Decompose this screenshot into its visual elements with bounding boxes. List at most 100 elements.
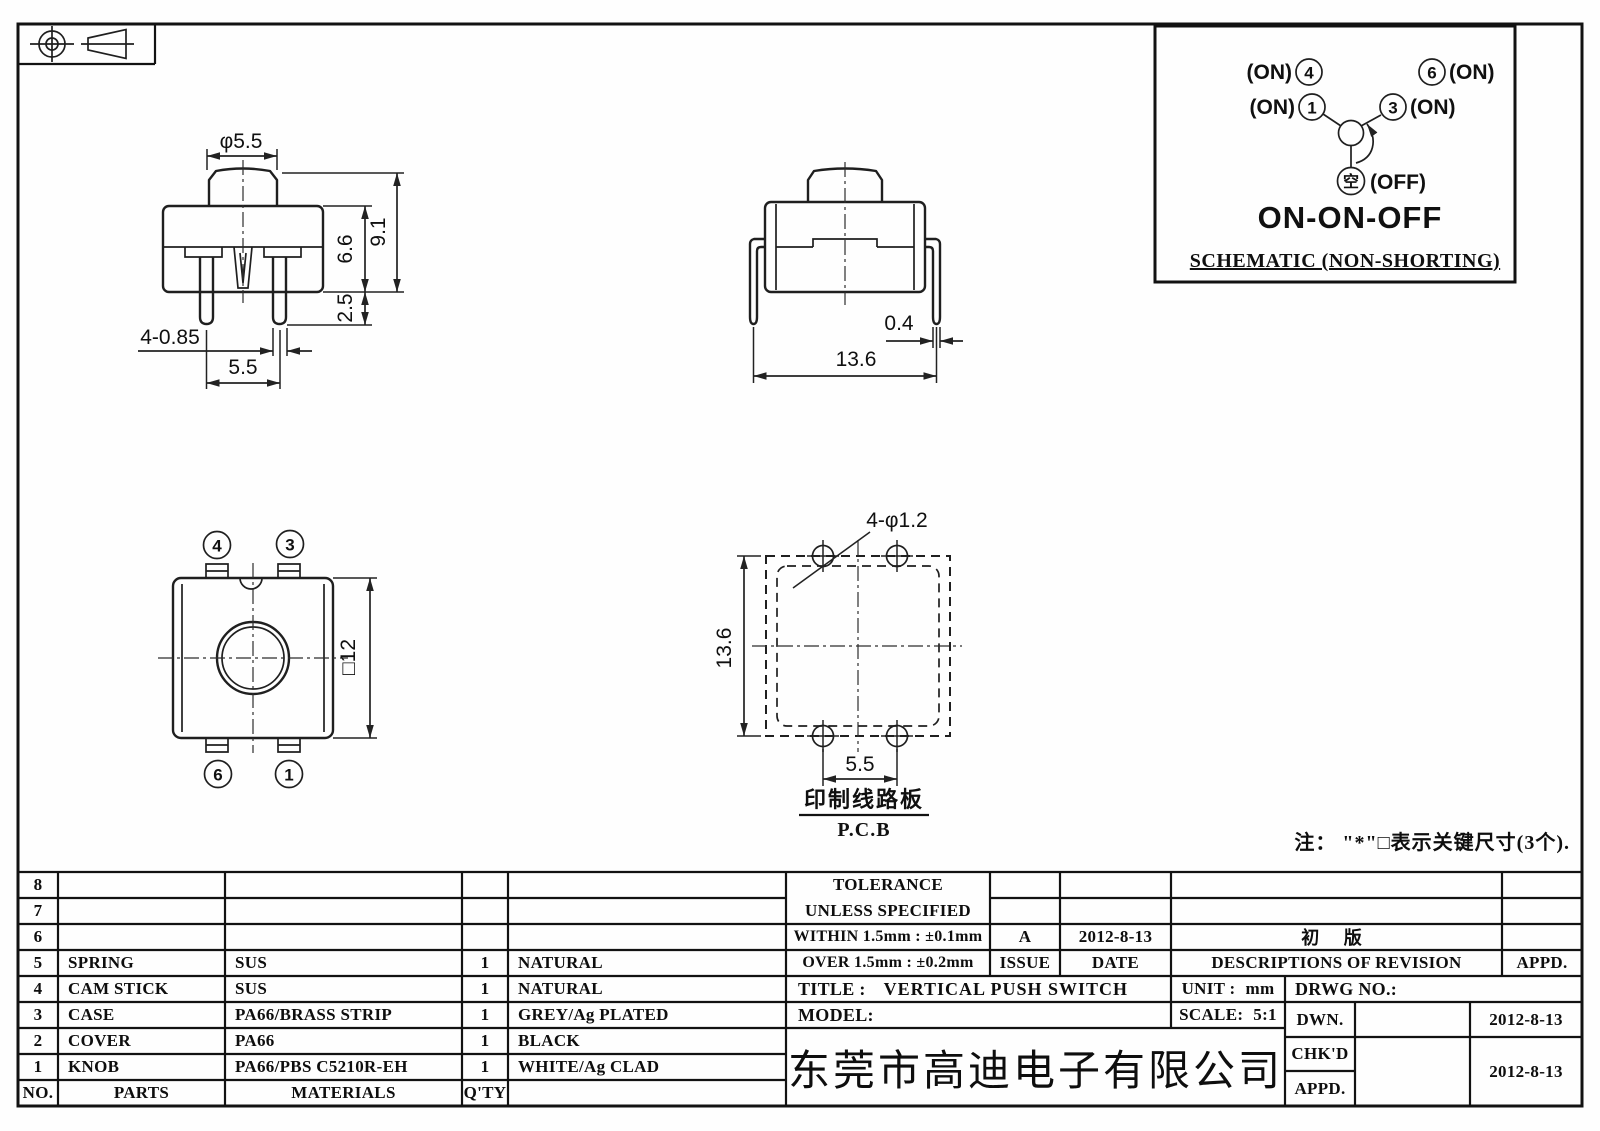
parts-row-finish: WHITE/Ag CLAD — [518, 1057, 660, 1076]
terminal-4-label: 4 — [212, 537, 222, 556]
tolerance-within: WITHIN 1.5mm : ±0.1mm — [793, 928, 983, 945]
scale-cell: SCALE: 5:1 — [1171, 1002, 1285, 1028]
title-value: VERTICAL PUSH SWITCH — [883, 978, 1129, 999]
chkd-label: CHK'D — [1291, 1044, 1349, 1063]
dim-hole-spec: 4-φ1.2 — [866, 509, 927, 532]
company-name: 东莞市高迪电子有限公司 — [787, 1046, 1283, 1094]
terminal-6-label: 6 — [213, 766, 222, 785]
drwg-no-label: DRWG NO.: — [1295, 978, 1398, 999]
revision-issue-value: A — [1018, 927, 1032, 946]
state-on-4: (ON) — [1247, 61, 1293, 84]
dim-pin-spec: 4-0.85 — [140, 326, 200, 349]
parts-row-no: 3 — [33, 1005, 43, 1024]
title-row: TITLE : VERTICAL PUSH SWITCH — [786, 976, 1171, 1002]
parts-header-no: NO. — [22, 1083, 54, 1102]
parts-row-material: PA66/PBS C5210R-EH — [235, 1057, 408, 1076]
parts-header-parts: PARTS — [113, 1083, 170, 1102]
parts-row-material: SUS — [235, 979, 268, 998]
revision-appd-header: APPD. — [1516, 953, 1568, 972]
unit-cell: UNIT : mm — [1171, 976, 1285, 1002]
parts-row-material: SUS — [235, 953, 268, 972]
parts-row-part: CASE — [68, 1005, 115, 1024]
parts-row-material: PA66/BRASS STRIP — [235, 1005, 393, 1024]
dim-pin-length: 2.5 — [334, 293, 357, 322]
pcb-label: P.C.B — [837, 819, 890, 841]
scale-value: 5:1 — [1253, 1005, 1277, 1024]
unit-label: UNIT : — [1181, 979, 1236, 998]
parts-row-part: KNOB — [68, 1057, 120, 1076]
parts-row-qty: 1 — [480, 1057, 490, 1076]
state-off: (OFF) — [1370, 171, 1426, 194]
side-view: 0.4 13.6 — [748, 162, 963, 383]
table-grid — [18, 870, 1582, 1106]
parts-row-no: 1 — [33, 1057, 43, 1076]
state-on-1: (ON) — [1250, 96, 1296, 119]
parts-row-finish: BLACK — [518, 1031, 580, 1050]
parts-row-part: CAM STICK — [68, 979, 169, 998]
parts-row-no: 5 — [33, 953, 43, 972]
contact-1: 1 — [1307, 99, 1316, 118]
revision-issue-header: ISSUE — [999, 953, 1051, 972]
unit-value: mm — [1245, 979, 1275, 998]
dim-pin-thickness: 0.4 — [884, 312, 914, 335]
parts-row-qty: 1 — [480, 1031, 490, 1050]
appd-label: APPD. — [1294, 1078, 1346, 1098]
off-position-symbol: 空 — [1343, 172, 1359, 191]
scale-label: SCALE: — [1179, 1005, 1244, 1024]
dim-pin-pitch: 5.5 — [228, 356, 257, 379]
chkd-date: 2012-8-13 — [1489, 1061, 1563, 1081]
sheet-border — [16, 22, 1584, 1108]
parts-row-no: 2 — [33, 1031, 43, 1050]
tolerance-over: OVER 1.5mm : ±0.2mm — [802, 954, 974, 971]
pcb-label-chinese: 印制线路板 — [804, 787, 924, 812]
parts-row-no: 4 — [33, 979, 43, 998]
dim-knob-diameter: φ5.5 — [220, 130, 263, 153]
terminal-3-label: 3 — [285, 536, 294, 555]
parts-row-qty: 1 — [480, 1005, 490, 1024]
tolerance-subtitle: UNLESS SPECIFIED — [805, 901, 971, 920]
parts-row-no: 7 — [33, 901, 43, 920]
parts-header-materials: MATERIALS — [291, 1083, 396, 1102]
revision-description-header: DESCRIPTIONS OF REVISION — [1211, 953, 1462, 972]
dim-total-height: 9.1 — [367, 217, 390, 246]
pcb-layout-view: 4-φ1.2 13.6 5.5 印制线路板 P.C.B — [713, 509, 962, 841]
tolerance-title: TOLERANCE — [832, 875, 944, 894]
parts-row-material: PA66 — [235, 1031, 275, 1050]
title-label: TITLE : — [798, 978, 866, 999]
terminal-1-label: 1 — [284, 766, 293, 785]
contact-4: 4 — [1304, 64, 1314, 83]
parts-row-qty: 1 — [480, 979, 490, 998]
revision-date-value: 2012-8-13 — [1078, 927, 1153, 946]
state-on-6: (ON) — [1449, 61, 1495, 84]
state-on-3: (ON) — [1410, 96, 1456, 119]
dim-body-width: 13.6 — [836, 348, 877, 371]
revision-date-header: DATE — [1091, 953, 1140, 972]
schematic-box: (ON) 4 6 (ON) (ON) 1 3 (ON) 空 (OFF) ON-O… — [1153, 24, 1517, 284]
dim-pcb-pitch: 5.5 — [845, 753, 874, 776]
bottom-view: 4 3 6 1 □12 — [158, 529, 377, 789]
parts-row-finish: GREY/Ag PLATED — [518, 1005, 669, 1024]
contact-6: 6 — [1427, 64, 1436, 83]
parts-row-no: 8 — [33, 875, 43, 894]
parts-header-qty: Q'TY — [463, 1083, 507, 1102]
dim-pcb-height: 13.6 — [713, 628, 736, 669]
contact-3: 3 — [1388, 99, 1397, 118]
parts-row-finish: NATURAL — [518, 953, 603, 972]
model-label: MODEL: — [798, 1004, 874, 1025]
revision-description-value: 初 版 — [1301, 928, 1372, 948]
projection-symbol-icon — [18, 24, 157, 66]
key-dimension-note: 注： "*"□表示关键尺寸(3个). — [1294, 831, 1570, 854]
schematic-caption: SCHEMATIC (NON-SHORTING) — [1190, 250, 1500, 272]
parts-row-finish: NATURAL — [518, 979, 603, 998]
parts-row-part: COVER — [68, 1031, 131, 1050]
parts-row-qty: 1 — [480, 953, 490, 972]
dim-body-height: 6.6 — [334, 234, 357, 263]
switch-function-label: ON-ON-OFF — [1258, 200, 1443, 235]
front-view: φ5.5 6.6 9.1 2.5 4-0.85 5.5 — [138, 130, 404, 389]
parts-row-part: SPRING — [68, 953, 135, 972]
dim-body-square: □12 — [337, 639, 360, 675]
dwn-label: DWN. — [1296, 1009, 1344, 1029]
dwn-date: 2012-8-13 — [1489, 1009, 1563, 1029]
